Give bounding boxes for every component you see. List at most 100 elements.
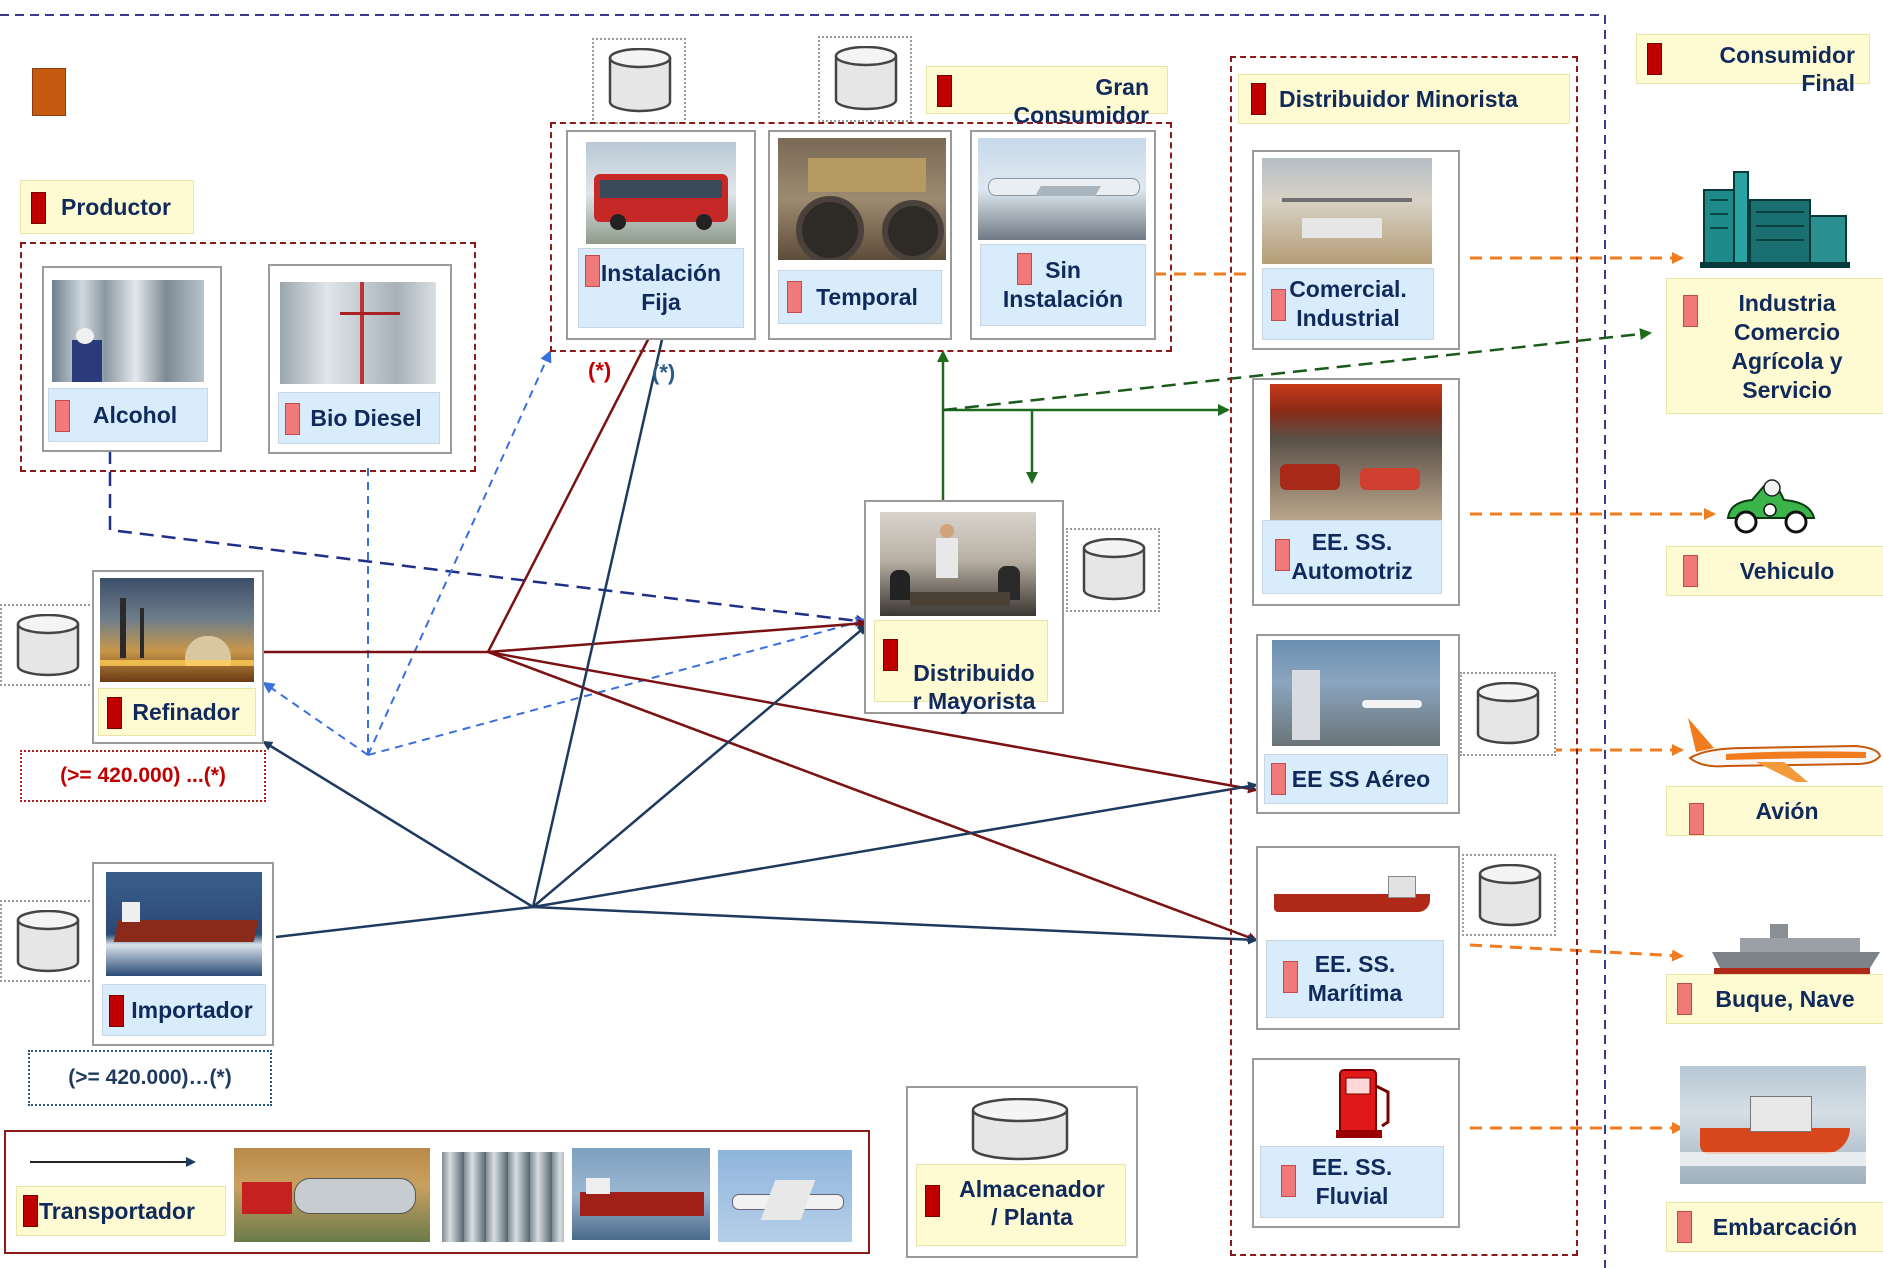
industria-label-box: Industria Comercio Agrícola y Servicio bbox=[1666, 278, 1883, 414]
transportador-label-box: Transportador bbox=[16, 1186, 226, 1236]
productor-flag-icon bbox=[31, 192, 46, 224]
mayorista-line1: Distribuido bbox=[913, 660, 1035, 686]
biodiesel-flag-icon bbox=[285, 403, 300, 435]
importador-card[interactable]: Importador bbox=[92, 862, 274, 1046]
comercial-line2: Industrial bbox=[1296, 305, 1400, 331]
automotriz-label-box: EE. SS. Automotriz bbox=[1262, 520, 1442, 594]
temporal-label-box: Temporal bbox=[778, 270, 942, 324]
avion-label-box: Avión bbox=[1666, 786, 1883, 836]
importador-to-instalacion-arrow bbox=[531, 320, 670, 908]
sin-instalacion-label-box: Sin Instalación bbox=[980, 244, 1146, 326]
pipeline-photo bbox=[442, 1152, 564, 1242]
instalacion-fija-line2: Fija bbox=[641, 289, 681, 315]
automotriz-line1: EE. SS. bbox=[1311, 529, 1393, 555]
buque-label: Buque, Nave bbox=[1715, 986, 1855, 1012]
mining-truck-photo bbox=[778, 138, 946, 260]
maritima-storage bbox=[1462, 854, 1556, 936]
tank-icon bbox=[608, 48, 672, 113]
sin-instalacion-card[interactable]: Sin Instalación bbox=[970, 130, 1156, 340]
automotriz-card[interactable]: EE. SS. Automotriz bbox=[1252, 378, 1460, 606]
vehiculo-flag-icon bbox=[1683, 555, 1698, 587]
fluvial-label-box: EE. SS. Fluvial bbox=[1260, 1146, 1444, 1218]
minorista-flag-icon bbox=[1251, 83, 1266, 115]
productor-group bbox=[20, 242, 476, 472]
ship-icon bbox=[1712, 924, 1880, 974]
cargo-ship-photo bbox=[572, 1148, 710, 1240]
comercial-line1: Comercial. bbox=[1289, 276, 1407, 302]
airbus-photo bbox=[718, 1150, 852, 1242]
automotriz-flag-icon bbox=[1275, 539, 1290, 571]
transportador-flag-icon bbox=[23, 1195, 38, 1227]
refinador-storage bbox=[0, 604, 94, 686]
importador-label: Importador bbox=[131, 996, 253, 1023]
fluvial-card[interactable]: EE. SS. Fluvial bbox=[1252, 1058, 1460, 1228]
temporal-card[interactable]: Temporal bbox=[768, 130, 952, 340]
consumidor-final-title-line2: Final bbox=[1801, 70, 1855, 96]
biodiesel-label-box: Bio Diesel bbox=[278, 392, 440, 444]
temporal-flag-icon bbox=[787, 281, 802, 313]
biodiesel-to-refinador-arrow bbox=[262, 681, 369, 756]
comercial-card[interactable]: Comercial. Industrial bbox=[1252, 150, 1460, 350]
alcohol-label-box: Alcohol bbox=[48, 388, 208, 442]
refinador-threshold: (>= 420.000) ...(*) bbox=[60, 764, 226, 787]
instalacion-fija-card[interactable]: Instalación Fija bbox=[566, 130, 756, 340]
maritima-flag-icon bbox=[1283, 961, 1298, 993]
fluvial-line2: Fluvial bbox=[1315, 1183, 1389, 1209]
mayorista-card[interactable]: Distribuido r Mayorista bbox=[864, 500, 1064, 714]
warehouse-photo bbox=[1262, 158, 1432, 264]
refinador-card[interactable]: Refinador bbox=[92, 570, 264, 744]
sin-instalacion-flag-icon bbox=[1017, 253, 1032, 285]
maritima-line1: EE. SS. bbox=[1314, 951, 1396, 977]
refinador-flag-icon bbox=[107, 697, 122, 729]
bus-photo bbox=[586, 142, 736, 244]
mayorista-line2: r Mayorista bbox=[912, 688, 1036, 714]
minorista-group bbox=[1230, 56, 1578, 1256]
maritima-card[interactable]: EE. SS. Marítima bbox=[1256, 846, 1460, 1030]
sin-instalacion-line1: Sin bbox=[1045, 257, 1081, 283]
industria-line3: Agrícola y bbox=[1731, 348, 1843, 374]
tank-icon bbox=[834, 46, 898, 111]
biodiesel-to-granconsumidor-arrow bbox=[367, 350, 552, 756]
tank-icon bbox=[1478, 864, 1542, 927]
almacenador-line1: Almacenador bbox=[959, 1176, 1105, 1202]
vehiculo-label: Vehiculo bbox=[1739, 558, 1835, 584]
almacenador-label-box: Almacenador / Planta bbox=[916, 1164, 1126, 1246]
importador-storage bbox=[0, 900, 94, 982]
comercial-flag-icon bbox=[1271, 289, 1286, 321]
alcohol-card[interactable]: Alcohol bbox=[42, 266, 222, 452]
aereo-card[interactable]: EE SS Aéreo bbox=[1256, 634, 1460, 814]
tank-icon bbox=[1476, 682, 1540, 745]
mark-blue: (*) bbox=[652, 360, 676, 385]
aereo-storage bbox=[1460, 672, 1556, 756]
alcohol-flag-icon bbox=[55, 400, 70, 432]
car-icon bbox=[1726, 479, 1816, 534]
legend-swatch bbox=[32, 68, 66, 116]
refinador-label-box: Refinador bbox=[98, 688, 256, 736]
maritima-line2: Marítima bbox=[1307, 980, 1403, 1006]
avion-flag-icon bbox=[1689, 803, 1704, 835]
temporal-label: Temporal bbox=[816, 283, 918, 310]
gran-consumidor-title-line1: Gran bbox=[1095, 74, 1149, 100]
gran-consumidor-flag-icon bbox=[937, 75, 952, 107]
gran-consumidor-storage-1 bbox=[592, 38, 686, 124]
refinador-to-mayorista-arrow bbox=[487, 618, 868, 654]
airport-photo bbox=[1272, 640, 1440, 746]
gran-consumidor-title-box: Gran Consumidor bbox=[926, 66, 1168, 128]
almacenador-card[interactable]: Almacenador / Planta bbox=[906, 1086, 1138, 1258]
alcohol-label: Alcohol bbox=[92, 401, 178, 428]
factory-icon bbox=[1700, 171, 1850, 268]
avion-label: Avión bbox=[1755, 798, 1819, 824]
airplane-icon bbox=[1688, 718, 1882, 782]
importador-label-box: Importador bbox=[102, 984, 266, 1036]
productor-title: Productor bbox=[61, 194, 171, 220]
consumidor-final-title-line1: Consumidor bbox=[1719, 42, 1855, 68]
mark-red: (*) bbox=[588, 358, 612, 383]
biodiesel-card[interactable]: Bio Diesel bbox=[268, 264, 452, 454]
importador-to-aereo-arrow bbox=[532, 781, 1258, 909]
minorista-title-box: Distribuidor Minorista bbox=[1238, 74, 1570, 124]
industria-line4: Servicio bbox=[1742, 377, 1832, 403]
transportador-label: Transportador bbox=[39, 1198, 195, 1224]
buque-label-box: Buque, Nave bbox=[1666, 974, 1883, 1024]
airplane-photo bbox=[978, 138, 1146, 240]
productor-title-box: Productor bbox=[20, 180, 194, 234]
